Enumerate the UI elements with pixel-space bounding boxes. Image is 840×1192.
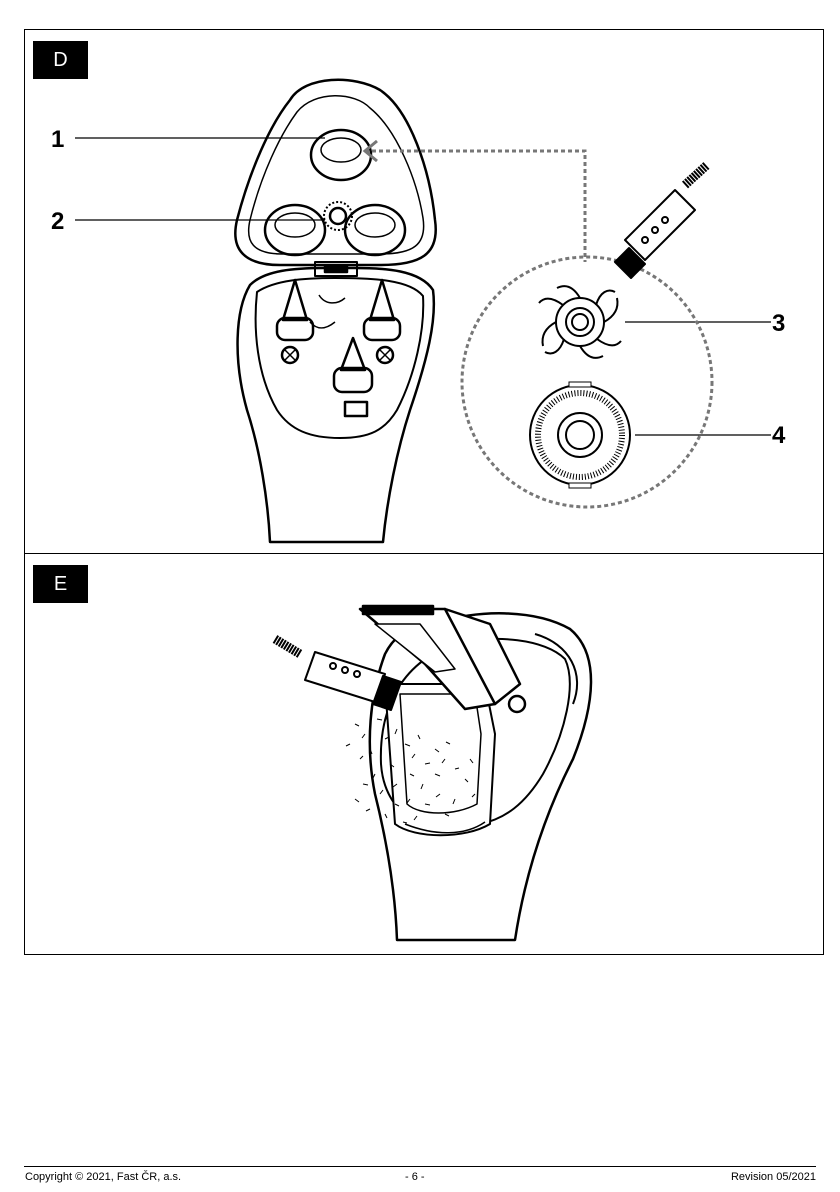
footer-revision: Revision 05/2021 bbox=[731, 1171, 816, 1183]
shaver-cleaning-illustration bbox=[25, 554, 825, 956]
figure-panel-d: D bbox=[24, 29, 824, 554]
figure-panel-e: E bbox=[24, 553, 824, 955]
shaver-head-illustration bbox=[25, 30, 825, 555]
callout-1: 1 bbox=[51, 126, 64, 154]
footer-rule bbox=[24, 1166, 816, 1167]
footer-page-number: - 6 - bbox=[405, 1171, 425, 1183]
cutter-blade bbox=[539, 286, 621, 358]
shaving-foil bbox=[530, 382, 630, 488]
callout-2: 2 bbox=[51, 208, 64, 236]
callout-4: 4 bbox=[772, 422, 785, 450]
footer-copyright: Copyright © 2021, Fast ČR, a.s. bbox=[25, 1171, 181, 1183]
cleaning-brush-e bbox=[275, 639, 401, 710]
cleaning-brush-d bbox=[615, 165, 707, 278]
shaver-body bbox=[238, 268, 434, 542]
callout-3: 3 bbox=[772, 310, 785, 338]
